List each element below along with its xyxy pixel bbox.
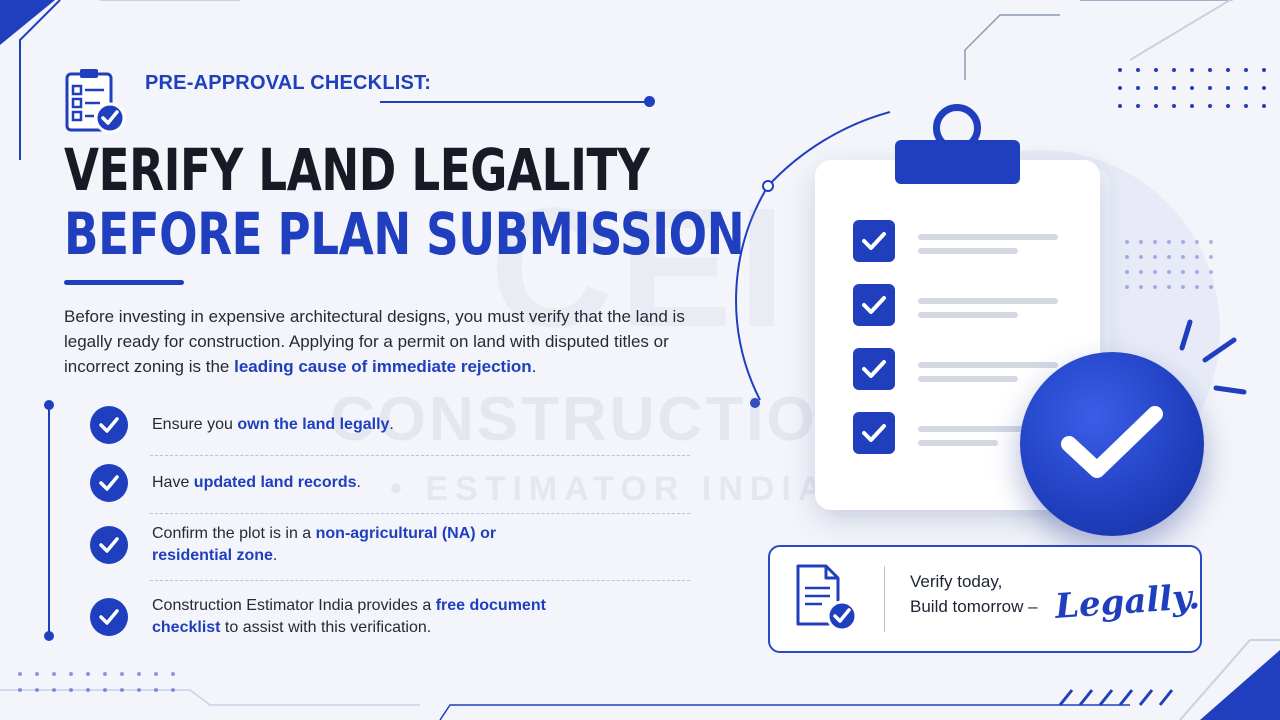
divider <box>150 455 690 456</box>
timeline-dot-bottom <box>44 631 54 641</box>
check-circle-icon <box>90 598 128 636</box>
checkbox-icon <box>853 284 895 326</box>
dot-grid-right <box>1125 240 1213 289</box>
divider <box>150 513 690 514</box>
divider <box>150 580 690 581</box>
clipboard-clip <box>895 140 1020 184</box>
text-line <box>918 298 1058 304</box>
checkbox-icon <box>853 220 895 262</box>
clipboard-checklist-icon <box>65 69 126 134</box>
list-item: Ensure you own the land legally. <box>90 406 690 444</box>
list-item: Confirm the plot is in a non-agricultura… <box>90 523 690 567</box>
title-line2: BEFORE PLAN SUBMISSION <box>64 200 745 268</box>
dot-grid-top-right <box>1118 68 1266 108</box>
eyebrow-dot <box>644 96 655 107</box>
intro-paragraph: Before investing in expensive architectu… <box>64 304 734 379</box>
title-underline <box>64 280 184 285</box>
watermark-line1: CONSTRUCTION <box>330 385 866 454</box>
big-check-badge-icon <box>1020 352 1204 536</box>
eyebrow-divider <box>380 101 648 103</box>
cta-divider <box>884 566 885 632</box>
cta-line1: Verify today, <box>910 572 1003 591</box>
title-line1: VERIFY LAND LEGALITY <box>64 136 650 204</box>
cta-card <box>768 545 1202 653</box>
cta-line2: Build tomorrow – <box>910 597 1038 616</box>
text-line <box>918 440 998 446</box>
intro-text: Before investing in expensive architectu… <box>64 307 685 376</box>
text-line <box>918 248 1018 254</box>
list-item: Construction Estimator India provides a … <box>90 595 690 639</box>
list-item-text: Ensure you own the land legally. <box>152 416 394 433</box>
list-item-text: Construction Estimator India provides a … <box>152 597 546 636</box>
document-check-icon <box>796 564 858 632</box>
check-circle-icon <box>90 526 128 564</box>
text-line <box>918 312 1018 318</box>
timeline-dot-top <box>44 400 54 410</box>
text-line <box>918 376 1018 382</box>
text-line <box>918 234 1058 240</box>
check-circle-icon <box>90 464 128 502</box>
watermark-line2: • ESTIMATOR INDIA • <box>390 470 864 508</box>
watermark-logo: CEI <box>490 173 792 363</box>
check-circle-icon <box>90 406 128 444</box>
intro-end: . <box>531 357 537 376</box>
eyebrow-label: PRE-APPROVAL CHECKLIST: <box>145 72 432 94</box>
checkbox-icon <box>853 412 895 454</box>
list-item-text: Confirm the plot is in a non-agricultura… <box>152 525 497 564</box>
list-item-text: Have updated land records. <box>152 474 361 491</box>
list-item: Have updated land records. <box>90 464 690 502</box>
dot-grid-bottom-left <box>18 672 175 692</box>
intro-highlight: leading cause of immediate rejection <box>234 357 532 376</box>
checklist-timeline <box>48 404 50 636</box>
text-line <box>918 426 1028 432</box>
text-line <box>918 362 1058 368</box>
checkbox-icon <box>853 348 895 390</box>
